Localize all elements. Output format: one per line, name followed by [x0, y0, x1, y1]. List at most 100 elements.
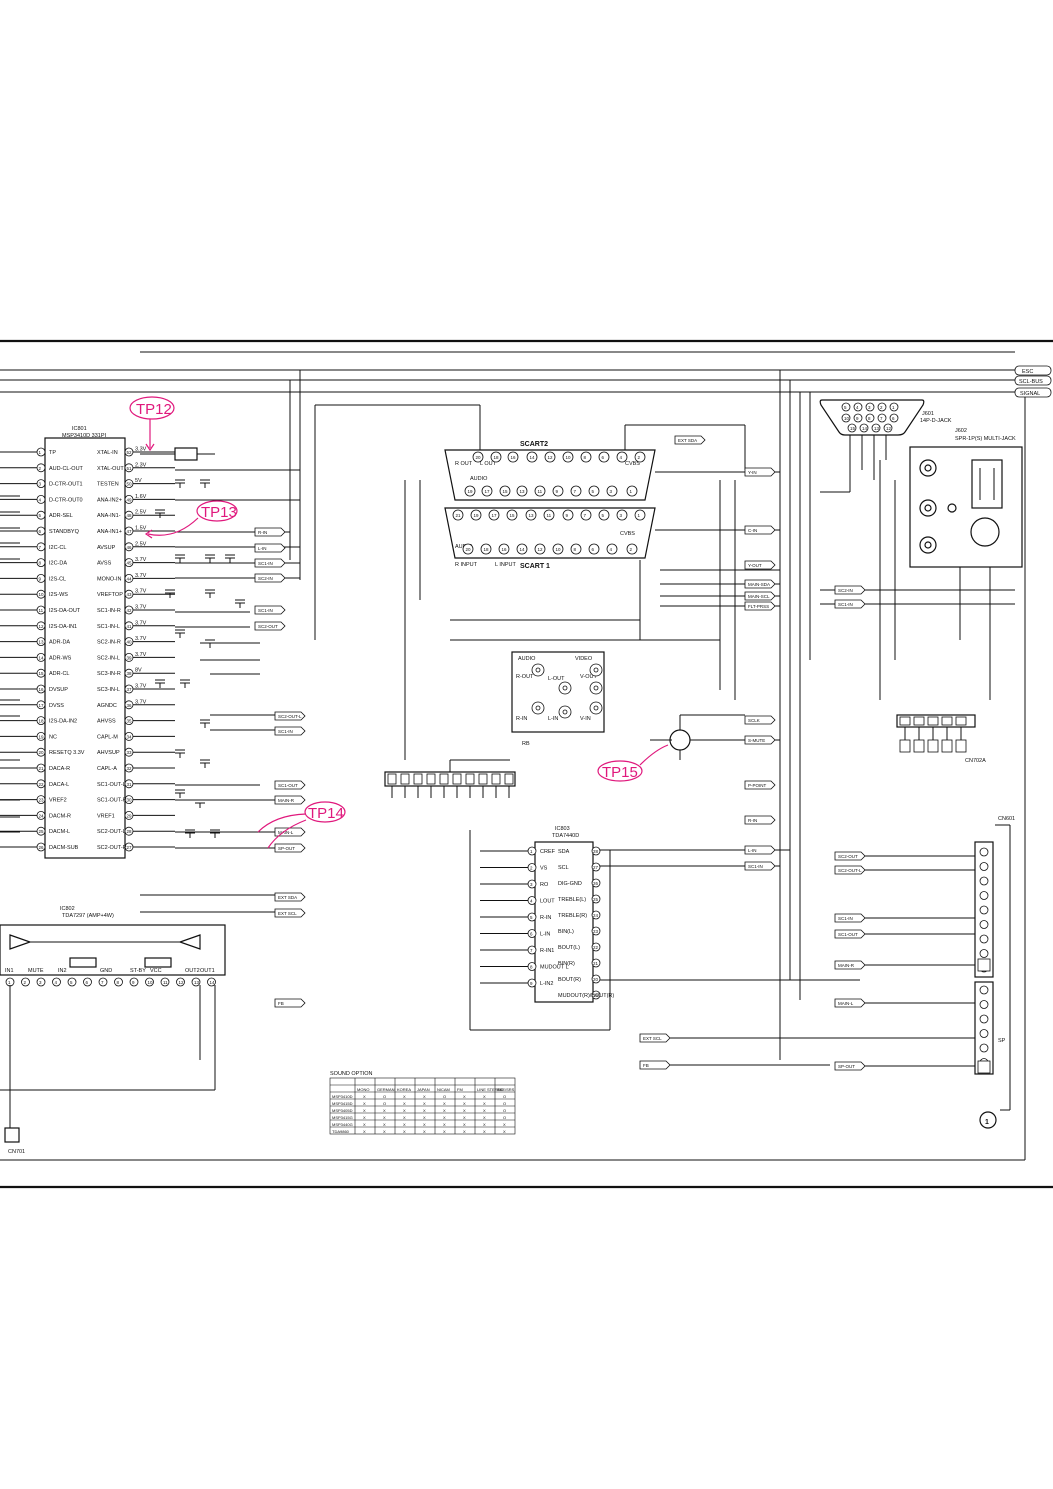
ic801-pin-voltage: 3.7V	[135, 589, 147, 595]
test-point-tp13: TP13	[144, 500, 238, 539]
ic801-left-pin-label: ADR-SEL	[49, 513, 73, 519]
ic803-right-pin-label: TREBLE(R)	[558, 913, 587, 919]
signal-tag-label: SC1-IN	[748, 864, 763, 869]
ic803-right-pin-label: DIG-GND	[558, 881, 582, 887]
vga-ref: J601	[922, 411, 934, 417]
sound-table-header: MONO	[357, 1087, 369, 1092]
svg-text:12: 12	[538, 547, 544, 552]
sound-table-cell: X	[403, 1108, 406, 1113]
ic803-left-pin-label: LOUT	[540, 899, 555, 905]
sound-table-cell: O	[503, 1094, 506, 1099]
ic803-left-pin-label: L-IN2	[540, 981, 553, 987]
test-point-tp14: TP14	[257, 801, 346, 849]
signal-tag-label: FB	[643, 1063, 649, 1068]
svg-text:CN702A: CN702A	[965, 758, 986, 764]
sound-table-header: FM	[457, 1087, 463, 1092]
svg-text:1: 1	[630, 489, 633, 494]
marker-circle-text: 1	[985, 1119, 989, 1126]
svg-text:22: 22	[593, 945, 599, 950]
svg-text:5: 5	[70, 980, 73, 985]
ic802-ref: IC802	[60, 906, 75, 912]
ic801-left-pin-label: ADR-DA	[49, 640, 70, 646]
ic802-pin-label: IN2	[58, 968, 67, 974]
sound-table-cell: X	[463, 1115, 466, 1120]
svg-text:11: 11	[163, 980, 168, 985]
svg-text:49: 49	[127, 497, 133, 502]
svg-text:52: 52	[127, 450, 133, 455]
svg-text:5: 5	[39, 513, 42, 518]
svg-text:28: 28	[593, 849, 599, 854]
sound-table-cell: O	[503, 1108, 506, 1113]
svg-text:3: 3	[39, 482, 42, 487]
signal-tag: FB	[639, 1060, 671, 1070]
ic801-pin-voltage: 2.3V	[135, 462, 147, 468]
svg-text:11: 11	[39, 608, 44, 613]
sound-table-cell: X	[443, 1115, 446, 1120]
ic801-left-pin-label: ADR-WS	[49, 655, 72, 661]
ic801-right-pin-label: AGNDC	[97, 703, 117, 709]
ic801-right-pin-label: SC2-IN-R	[97, 640, 121, 646]
ic801-pin-voltage: 1.5V	[135, 526, 147, 532]
svg-text:36: 36	[127, 703, 133, 708]
svg-text:1: 1	[892, 405, 895, 410]
signal-tag: MAIN-SCL	[744, 591, 776, 601]
svg-text:27: 27	[127, 845, 133, 850]
scart2-cvbs: CVBS	[625, 461, 640, 467]
signal-tag-label: MAIN-L	[278, 830, 294, 835]
signal-tag-label: SC2-IN	[838, 588, 853, 593]
svg-text:14: 14	[520, 547, 526, 552]
signal-tag-label: Y-IN	[748, 470, 757, 475]
signal-tag-label: FLT-PRSS	[748, 604, 769, 609]
ic801-right-pin-label: XTAL-IN	[97, 450, 118, 456]
svg-text:12: 12	[179, 980, 185, 985]
header-strip-cn	[384, 759, 516, 798]
ic801-right-pin-label: SC1-IN-R	[97, 608, 121, 614]
svg-text:33: 33	[127, 750, 133, 755]
ic801-right-pin-label: SC1-IN-L	[97, 624, 120, 630]
svg-text:13: 13	[529, 513, 535, 518]
signal-tag: L-IN	[254, 543, 286, 553]
svg-text:5: 5	[844, 405, 847, 410]
signal-tag: P-POINT	[744, 780, 776, 790]
signal-tag: SC1-IN	[254, 605, 286, 615]
signal-tag: SC2-IN	[834, 585, 866, 595]
sound-table-header: GERMAN	[377, 1087, 395, 1092]
ic801-left-pin-label: I2S-CL	[49, 576, 66, 582]
signal-tag-label: SC1-IN	[258, 561, 273, 566]
svg-text:8: 8	[117, 980, 120, 985]
svg-text:12: 12	[548, 455, 554, 460]
scart1-connector: SCART 1 R INPUT L INPUT AUDIO CVBS 21191…	[444, 507, 656, 570]
svg-text:15: 15	[510, 513, 516, 518]
ic802-pin-label: MUTE	[28, 968, 44, 974]
rca-r-out: R-OUT	[516, 674, 534, 680]
signal-tag: R-IN	[744, 815, 776, 825]
ic803-right-pin-label: BIN(L)	[558, 929, 574, 935]
svg-text:23: 23	[39, 798, 45, 803]
svg-text:16: 16	[502, 547, 508, 552]
ic801-left-pin-label: I2C-DA	[49, 561, 67, 567]
svg-text:23: 23	[593, 929, 599, 934]
svg-text:10: 10	[566, 455, 572, 460]
svg-text:6: 6	[602, 455, 605, 460]
ic803-right-pin-label: BOUT(R)	[558, 977, 581, 983]
signal-tag: SC1-IN	[834, 599, 866, 609]
sound-table-cell: X	[483, 1108, 486, 1113]
ic803-right-pin-label: BIN(R)	[558, 961, 575, 967]
ic803-left-pin-label: VS	[540, 866, 548, 872]
svg-text:4: 4	[620, 455, 623, 460]
ic803-right-pin-label: BOUT(L)	[558, 945, 580, 951]
svg-text:5: 5	[602, 513, 605, 518]
